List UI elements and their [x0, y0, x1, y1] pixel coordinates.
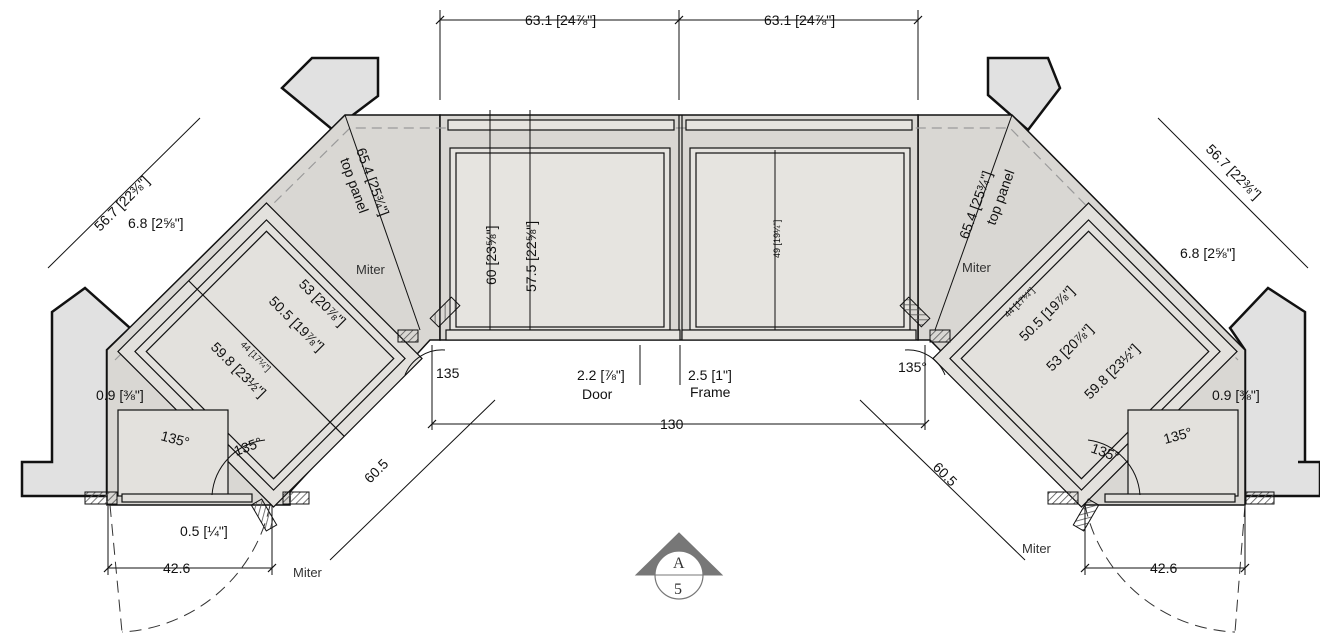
dim-center-h1: 60 [23⅝"] — [483, 226, 499, 285]
dim-left-68: 6.8 [2⅝"] — [128, 215, 184, 231]
wall-top-right-post — [986, 56, 1062, 132]
miter-callout-4: Miter — [1022, 541, 1052, 556]
angle-left-corner: 135° — [159, 427, 191, 450]
wall-top-left-post — [280, 56, 380, 132]
dim-left-426: 42.6 — [163, 560, 190, 576]
dimension-ticks — [103, 15, 1250, 573]
dim-center-h2: 57.5 [22⅝"] — [523, 221, 539, 292]
section-marker: A 5 — [634, 532, 724, 600]
dim-left-09: 0.9 [⅜"] — [96, 387, 144, 403]
angle-right-inner: 135° — [898, 359, 927, 375]
dim-right-426: 42.6 — [1150, 560, 1177, 576]
dim-top-right: 63.1 [24⅞"] — [764, 12, 835, 28]
angle-left-inner: 135 — [436, 365, 460, 381]
angle-right-corner: 135° — [1162, 424, 1194, 447]
dim-center-h3: 49 [19¼"] — [772, 220, 782, 258]
miter-callout-3: Miter — [293, 565, 323, 580]
angle-arcs — [211, 349, 1141, 496]
wall-right — [1228, 286, 1320, 498]
miter-callout-2: Miter — [962, 260, 992, 275]
dim-right-09: 0.9 [⅜"] — [1212, 387, 1260, 403]
dim-left-05: 0.5 [¼"] — [180, 523, 228, 539]
dim-overall: 130 — [660, 416, 684, 432]
dim-right-605: 60.5 — [930, 459, 961, 490]
section-letter: A — [673, 555, 685, 572]
hatched-blocks — [84, 296, 1275, 532]
dim-door-gap: 2.2 [⅞"] — [577, 367, 625, 383]
center-doors — [445, 115, 917, 341]
walls — [20, 56, 1320, 498]
dim-left-605: 60.5 — [361, 455, 392, 486]
miter-callout-1: Miter — [356, 262, 386, 277]
dim-frame-gap: 2.5 [1"] — [688, 367, 732, 383]
label-frame: Frame — [690, 384, 731, 400]
dim-right-68: 6.8 [2⅝"] — [1180, 245, 1236, 261]
dim-top-left: 63.1 [24⅞"] — [525, 12, 596, 28]
section-number: 5 — [674, 581, 682, 598]
label-door: Door — [582, 386, 613, 402]
side-fillers — [117, 409, 1239, 503]
